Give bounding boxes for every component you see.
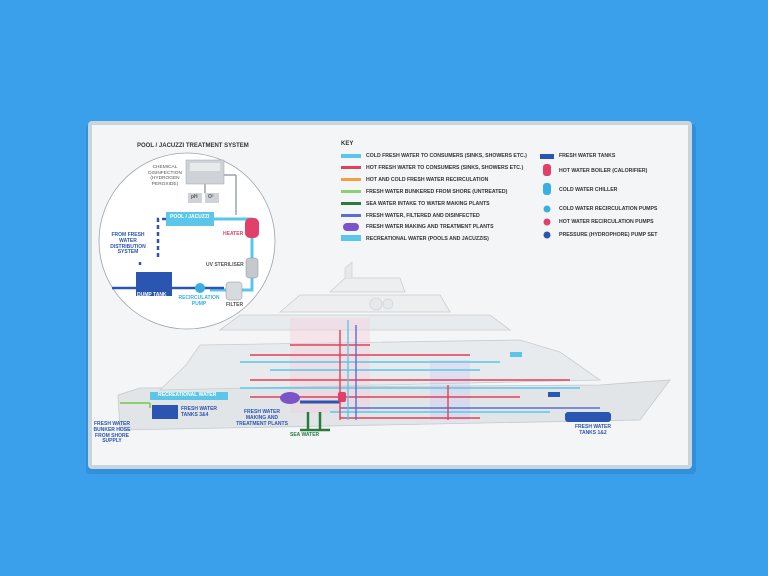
pool-box bbox=[166, 212, 214, 226]
key-item-recirculation: HOT AND COLD FRESH WATER RECIRCULATION bbox=[366, 177, 489, 183]
heater-label: HEATER bbox=[223, 231, 244, 237]
pool-label: POOL / JACUZZI bbox=[170, 214, 210, 220]
sea-water-label: SEA WATER bbox=[290, 432, 320, 438]
from-fresh-label: FROM FRESH WATER DISTRIBUTION SYSTEM bbox=[110, 232, 146, 256]
key-symbol-pressure-pumps: PRESSURE (HYDROPHORE) PUMP SET bbox=[559, 232, 658, 238]
recirculation-pump-icon bbox=[195, 283, 205, 293]
key-swatches bbox=[341, 154, 554, 241]
heater-icon bbox=[245, 218, 259, 238]
dump-tank-icon bbox=[136, 272, 172, 296]
making-label: FRESH WATER MAKING AND TREATMENT PLANTS bbox=[236, 409, 288, 427]
key-item-bunkered: FRESH WATER BUNKERED FROM SHORE (UNTREAT… bbox=[366, 189, 508, 195]
o2-label: O² bbox=[208, 194, 214, 200]
key-symbol-chiller: COLD WATER CHILLER bbox=[559, 187, 618, 193]
key-symbol-tanks: FRESH WATER TANKS bbox=[559, 153, 616, 159]
key-heading: KEY bbox=[341, 141, 354, 147]
fresh-water-tanks-34 bbox=[152, 405, 178, 419]
key-symbol-hot-pumps: HOT WATER RECIRCULATION PUMPS bbox=[559, 219, 654, 225]
tanks-12-label: FRESH WATER TANKS 1&2 bbox=[574, 424, 612, 436]
key-symbol-boiler: HOT WATER BOILER (CALORIFIER) bbox=[559, 168, 648, 174]
recreational-water-box bbox=[150, 392, 228, 400]
key-item-hot-fresh: HOT FRESH WATER TO CONSUMERS (SINKS, SHO… bbox=[366, 165, 524, 171]
fresh-water-making-plant bbox=[280, 392, 300, 404]
key-item-cold-fresh: COLD FRESH WATER TO CONSUMERS (SINKS, SH… bbox=[366, 153, 527, 159]
uv-steriliser-icon bbox=[245, 257, 259, 279]
boiler-component bbox=[338, 392, 346, 402]
dump-tank-label: DUMP TANK bbox=[137, 292, 167, 298]
uv-label: UV STERILISER bbox=[206, 262, 244, 268]
pool-treatment-detail bbox=[98, 152, 276, 330]
key-symbol-cold-pumps: COLD WATER RECIRCULATION PUMPS bbox=[559, 206, 658, 212]
recirc-pump-label: RECIRCULATION PUMP bbox=[178, 295, 220, 307]
key-item-making-plants: FRESH WATER MAKING AND TREATMENT PLANTS bbox=[366, 224, 494, 230]
ph-label: pH bbox=[191, 194, 198, 200]
yacht-outline bbox=[117, 261, 671, 431]
key-item-recreational: RECREATIONAL WATER (POOLS AND JACUZZIS) bbox=[366, 236, 489, 242]
recreational-label: RECREATIONAL WATER bbox=[158, 392, 217, 398]
page-title: POOL / JACUZZI TREATMENT SYSTEM bbox=[137, 143, 249, 149]
filter-label: FILTER bbox=[226, 302, 244, 308]
chemical-label: CHEMICAL DISINFECTION (HYDROGEN PEROXIDE… bbox=[148, 165, 182, 187]
key-item-sea-intake: SEA WATER INTAKE TO WATER MAKING PLANTS bbox=[366, 201, 490, 207]
fresh-water-tanks-12 bbox=[565, 412, 611, 422]
bunker-label: FRESH WATER BUNKER HOSE FROM SHORE SUPPL… bbox=[93, 421, 131, 445]
filter-icon bbox=[225, 281, 243, 301]
tanks-34-label: FRESH WATER TANKS 3&4 bbox=[181, 406, 218, 418]
key-item-filtered: FRESH WATER, FILTERED AND DISINFECTED bbox=[366, 213, 480, 219]
